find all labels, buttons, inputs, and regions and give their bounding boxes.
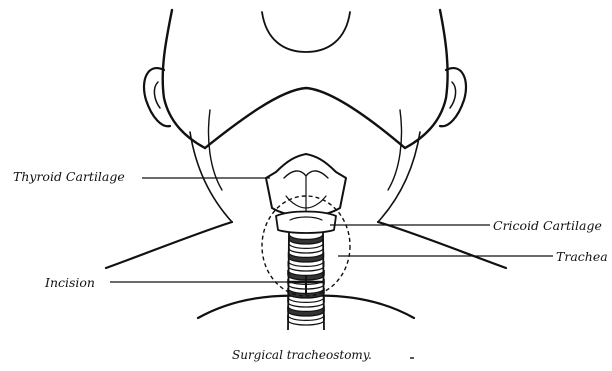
- ear-left: [144, 68, 170, 126]
- cricoid-cartilage: [276, 212, 336, 234]
- head-outline: [163, 10, 448, 148]
- trachea-ring: [289, 234, 323, 244]
- label-cricoid-cartilage: Cricoid Cartilage: [493, 220, 602, 233]
- label-thyroid-cartilage: Thyroid Cartilage: [13, 171, 125, 184]
- ear-right: [440, 68, 466, 126]
- label-incision: Incision: [45, 277, 95, 290]
- figure-caption: Surgical tracheostomy.: [232, 349, 372, 361]
- label-trachea: Trachea: [556, 251, 608, 264]
